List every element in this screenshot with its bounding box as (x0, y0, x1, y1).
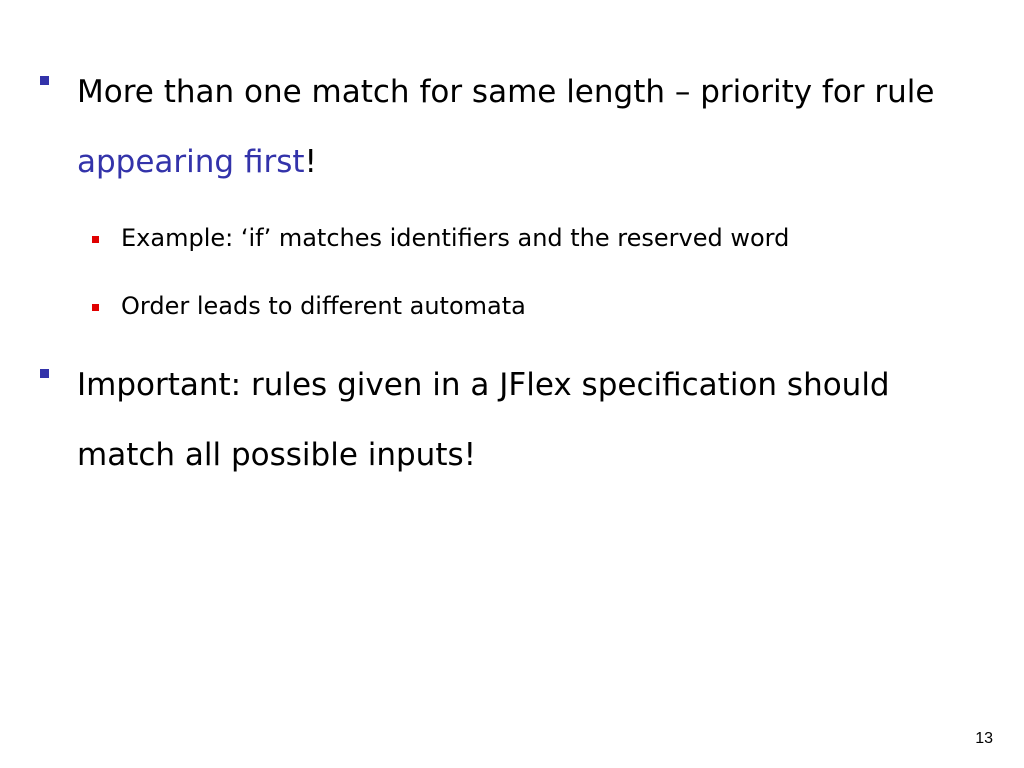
bullet-text-part: More than one match for same length – pr… (77, 74, 935, 110)
bullet-text: Important: rules given in a JFlex specif… (77, 367, 890, 473)
page-number: 13 (975, 730, 993, 747)
sub-bullet-text: Order leads to different automata (121, 292, 526, 320)
bullet-text-part: ! (304, 144, 317, 180)
sub-bullet-item: Example: ‘if’ matches identifiers and th… (92, 216, 992, 260)
bullet-square-icon (40, 76, 49, 85)
sub-bullet-text: Example: ‘if’ matches identifiers and th… (121, 224, 790, 252)
highlighted-phrase: appearing first (77, 144, 305, 180)
sub-bullet-square-icon (92, 236, 99, 243)
bullet-item: More than one match for same length – pr… (40, 57, 980, 197)
sub-bullet-item: Order leads to different automata (92, 284, 992, 328)
bullet-square-icon (40, 369, 49, 378)
bullet-text: More than one match for same length – pr… (77, 57, 980, 197)
sub-bullet-square-icon (92, 304, 99, 311)
bullet-item: Important: rules given in a JFlex specif… (40, 350, 980, 490)
